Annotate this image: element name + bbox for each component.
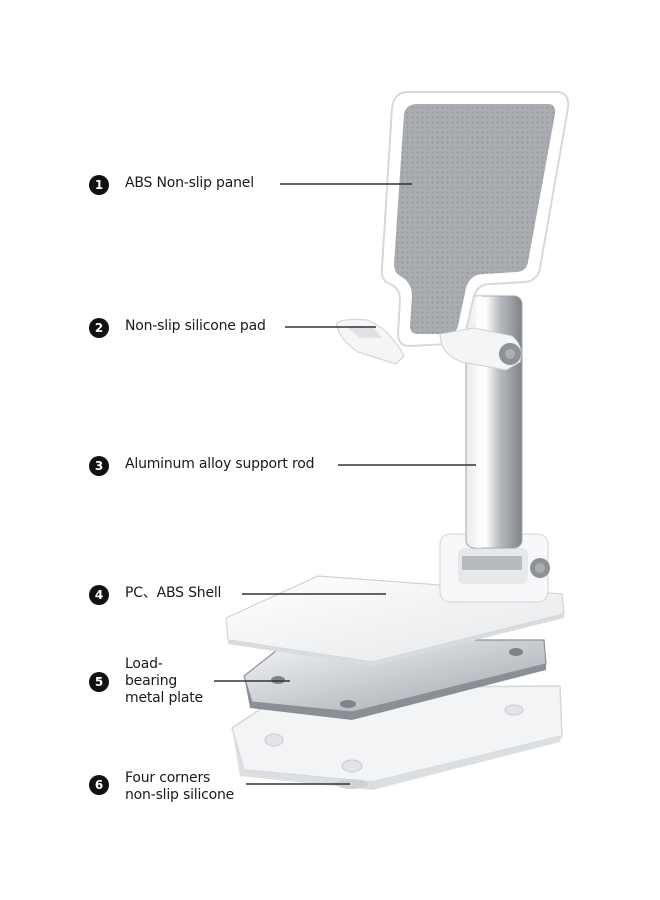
callout-6-line-1: Four corners bbox=[125, 770, 211, 786]
callout-label-6: Four corners non-slip silicone bbox=[125, 770, 234, 804]
silicone-pads bbox=[335, 319, 522, 371]
callout-label-1: ABS Non-slip panel bbox=[125, 175, 254, 192]
leader-lines bbox=[214, 183, 476, 785]
callout-5-line-1: Load- bbox=[125, 656, 163, 672]
callout-number-2: 2 bbox=[89, 318, 109, 338]
callout-number-3: 3 bbox=[89, 456, 109, 476]
callout-label-5: Load- bearing metal plate bbox=[125, 656, 203, 707]
callout-5-line-3: metal plate bbox=[125, 690, 203, 706]
holder-panel bbox=[380, 91, 570, 348]
callout-1-line-1: ABS Non-slip panel bbox=[125, 175, 254, 191]
hinge-block bbox=[439, 533, 550, 603]
callout-number-5: 5 bbox=[89, 672, 109, 692]
callout-label-2: Non-slip silicone pad bbox=[125, 318, 266, 335]
callout-label-4: PC、ABS Shell bbox=[125, 585, 221, 602]
callout-3-line-1: Aluminum alloy support rod bbox=[125, 456, 315, 472]
callout-label-3: Aluminum alloy support rod bbox=[125, 456, 314, 473]
callout-number-6: 6 bbox=[89, 775, 109, 795]
callout-number-4: 4 bbox=[89, 585, 109, 605]
callout-2-line-1: Non-slip silicone pad bbox=[125, 318, 266, 334]
silicone-foot bbox=[336, 779, 368, 789]
callout-number-1: 1 bbox=[89, 175, 109, 195]
callout-5-line-2: bearing bbox=[125, 673, 178, 689]
callout-6-line-2: non-slip silicone bbox=[125, 787, 235, 803]
callout-4-line-1: PC、ABS Shell bbox=[125, 585, 222, 601]
